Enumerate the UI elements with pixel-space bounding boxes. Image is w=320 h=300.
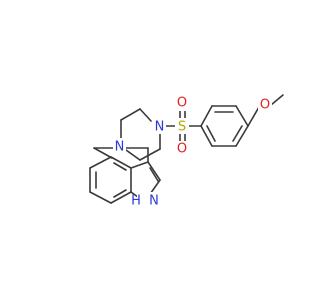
molecule-structure: N N S O O O H N: [89, 94, 284, 209]
methoxyphenyl-ring: [200, 105, 249, 147]
indole-benzene-ring: [89, 156, 132, 204]
molecule-canvas: N N S O O O H N: [89, 94, 284, 209]
sulfonyl-oxygen-bottom: O: [177, 142, 187, 157]
piperazine-n-left: N: [115, 140, 125, 155]
methoxy-group: [247, 94, 284, 127]
piperazine-n-right: N: [155, 120, 165, 135]
methoxy-oxygen: O: [260, 98, 270, 113]
atom-labels: N N S O O O H N: [113, 96, 272, 209]
piperazine-ring: [120, 108, 161, 161]
indole-nh: H N: [131, 194, 159, 209]
sulfur-atom: S: [178, 120, 186, 135]
sulfonyl-oxygen-top: O: [177, 96, 187, 111]
linker-to-piperazine: [93, 147, 113, 159]
